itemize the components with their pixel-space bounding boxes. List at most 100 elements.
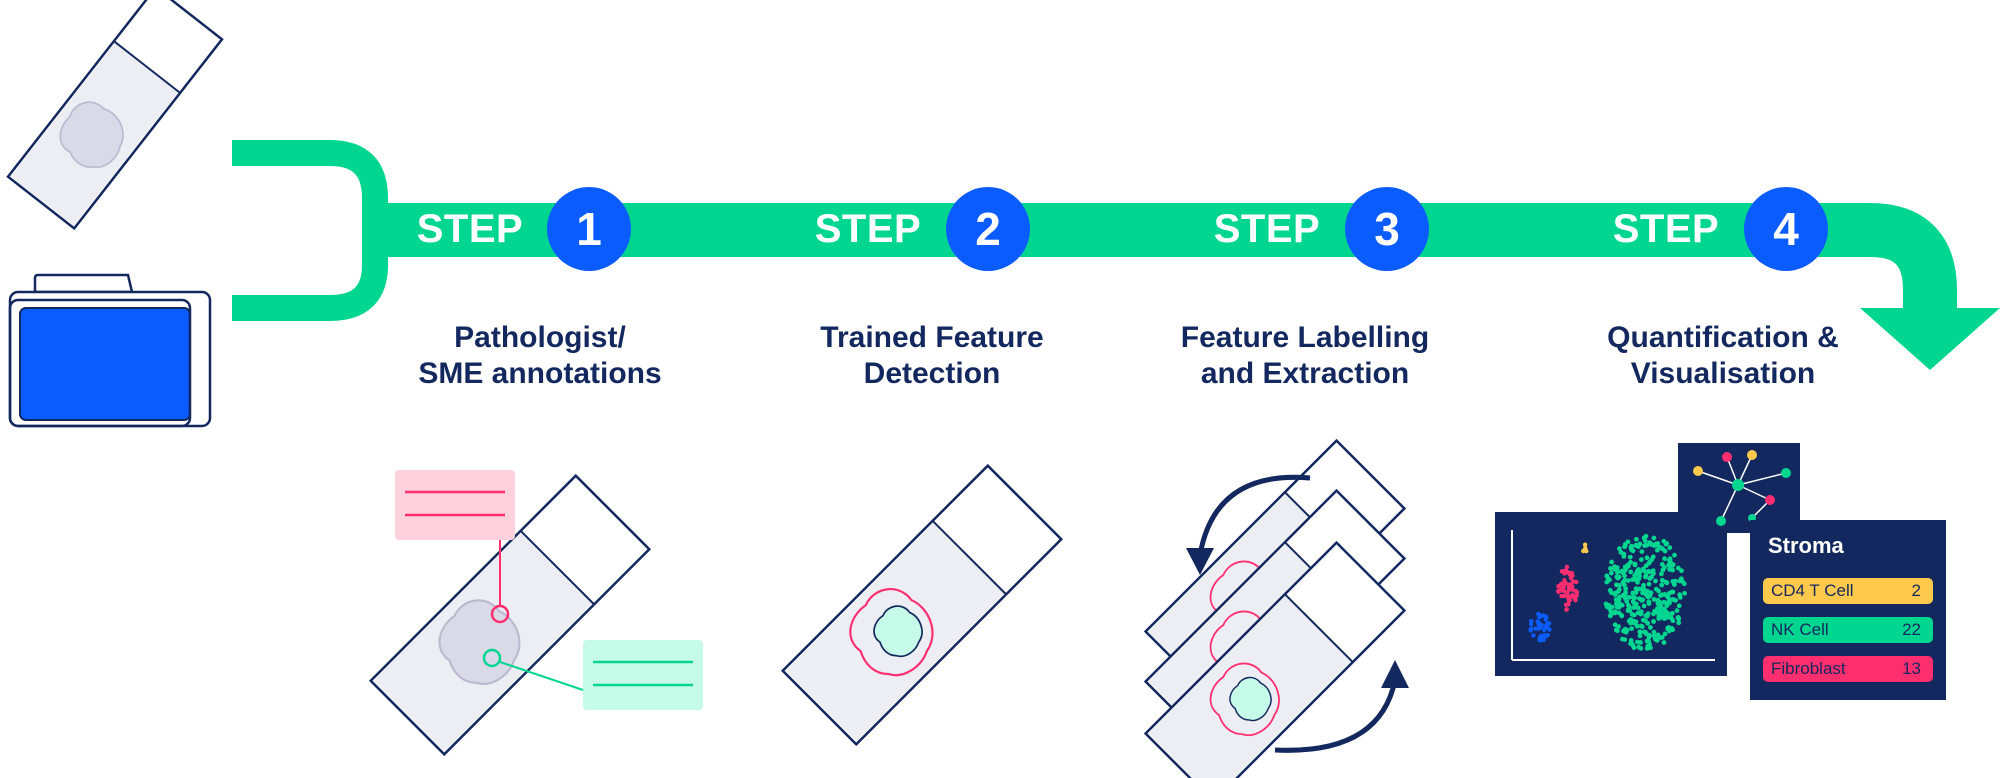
scatter-point <box>1561 589 1567 594</box>
scatter-point <box>1612 610 1618 616</box>
scatter-point <box>1661 640 1667 645</box>
cell-label: CD4 T Cell <box>1771 581 1854 600</box>
cell-count: 22 <box>1902 620 1921 639</box>
scatter-point <box>1663 579 1669 585</box>
cell-label: Fibroblast <box>1771 659 1846 678</box>
scatter-point <box>1663 541 1669 547</box>
scatter-point <box>1625 562 1631 568</box>
scatter-point <box>1629 611 1635 617</box>
scatter-point <box>1645 611 1651 617</box>
scatter-point <box>1629 626 1634 631</box>
step-4-label: STEP <box>1612 207 1720 251</box>
scatter-point <box>1646 599 1652 605</box>
scatter-point <box>1647 569 1652 575</box>
scatter-point <box>1625 539 1631 545</box>
scatter-point <box>1653 578 1658 584</box>
scatter-point <box>1637 596 1642 601</box>
scatter-point <box>1538 637 1543 642</box>
scatter-point <box>1645 589 1651 594</box>
scatter-point <box>1541 633 1547 638</box>
scatter-point <box>1670 610 1675 616</box>
scatter-point <box>1615 628 1620 634</box>
scatter-point <box>1638 611 1644 617</box>
scatter-point <box>1604 579 1610 585</box>
scatter-point <box>1638 629 1643 635</box>
scatter-point <box>1677 595 1683 600</box>
scatter-point <box>1676 620 1682 626</box>
scatter-point <box>1647 632 1652 638</box>
scatter-point <box>1535 619 1540 624</box>
scatter-point <box>1622 544 1627 550</box>
scatter-point <box>1538 622 1544 628</box>
scatter-point <box>1566 585 1572 590</box>
scatter-point <box>1612 622 1618 628</box>
scatter-point <box>1639 557 1644 562</box>
scatter-point <box>1633 543 1639 548</box>
scatter-point <box>1606 602 1612 608</box>
scatter-point <box>1637 569 1643 575</box>
scatter-point <box>1662 556 1667 562</box>
scatter-point <box>1566 602 1571 607</box>
step-3-title-line1: Feature Labelling <box>1180 321 1430 354</box>
scatter-point <box>1632 561 1638 567</box>
scatter-point <box>1547 627 1552 632</box>
scatter-point <box>1608 566 1613 571</box>
scatter-point <box>1659 582 1665 588</box>
scatter-point <box>1666 628 1672 634</box>
scatter-point <box>1616 587 1622 593</box>
scatter-point <box>1648 645 1653 651</box>
scatter-point <box>1662 631 1668 637</box>
scatter-point <box>1623 586 1628 591</box>
scatter-point <box>1626 618 1632 624</box>
scatter-point <box>1669 589 1675 595</box>
scatter-point <box>1608 570 1614 576</box>
scatter-point <box>1564 607 1569 612</box>
scatter-point <box>1627 554 1633 560</box>
scatter-point <box>1650 568 1656 573</box>
scatter-point <box>1665 600 1670 606</box>
step-4-number-badge: 4 <box>1744 187 1828 271</box>
step-1-label: STEP <box>416 207 524 251</box>
scatter-point <box>1644 555 1650 561</box>
scatter-point <box>1645 594 1651 600</box>
scatter-point <box>1659 571 1664 577</box>
step-3-number-badge: 3 <box>1345 187 1429 271</box>
step-3-label: STEP <box>1213 207 1321 251</box>
scatter-point <box>1543 617 1548 622</box>
step-4-title-line2: Visualisation <box>1630 357 1816 390</box>
scatter-point <box>1667 566 1672 572</box>
scatter-point <box>1613 590 1619 596</box>
scatter-point <box>1604 573 1610 579</box>
scatter-point <box>1637 573 1642 579</box>
flow-arrow-path <box>232 140 388 321</box>
scatter-point <box>1557 588 1563 593</box>
scatter-point <box>1667 545 1673 551</box>
scatter-point <box>1625 607 1631 613</box>
scatter-point <box>1630 599 1636 604</box>
cell-label: NK Cell <box>1771 620 1829 639</box>
scatter-point <box>1628 641 1633 646</box>
scatter-point <box>1644 638 1650 644</box>
step-4-title-line1: Quantification & <box>1607 321 1839 354</box>
scatter-point <box>1533 626 1538 631</box>
step-1-title-line1: Pathologist/ <box>454 321 626 354</box>
scatter-point <box>1660 567 1666 573</box>
scatter-point <box>1666 557 1672 563</box>
scatter-point <box>1651 611 1656 617</box>
scatter-point <box>1659 577 1665 583</box>
scatter-point <box>1614 567 1620 573</box>
step-4-title: Quantification & Visualisation <box>1573 320 1873 392</box>
scatter-point <box>1635 579 1640 585</box>
detection-slide-icon <box>780 463 1064 747</box>
scatter-point <box>1565 590 1570 595</box>
scatter-point <box>1627 594 1632 600</box>
cell-row-nk: NK Cell 22 <box>1763 617 1933 643</box>
scatter-point <box>1609 559 1614 565</box>
stroma-title: Stroma <box>1768 533 1844 558</box>
scatter-point <box>1556 584 1561 589</box>
scatter-point <box>1636 644 1642 650</box>
scatter-point <box>1528 628 1533 633</box>
scatter-point <box>1642 543 1647 548</box>
scatter-point <box>1638 623 1644 629</box>
